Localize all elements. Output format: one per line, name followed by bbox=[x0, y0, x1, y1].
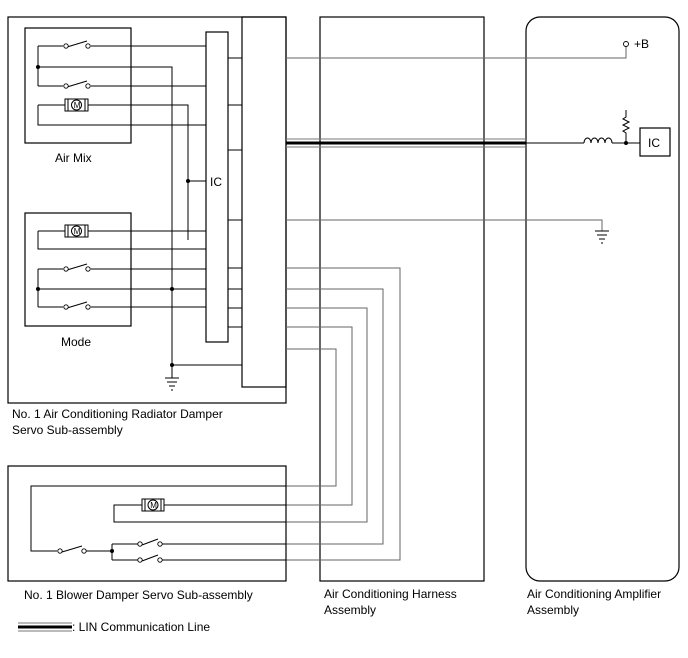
harness-wires bbox=[286, 267, 401, 561]
amplifier-assembly: Air Conditioning Amplifier Assembly +B I… bbox=[286, 16, 680, 617]
harness-title-2: Assembly bbox=[324, 603, 376, 617]
motor-icon: M bbox=[64, 224, 89, 238]
blower-servo-outline bbox=[7, 465, 287, 582]
harness-title-1: Air Conditioning Harness bbox=[324, 587, 457, 601]
radiator-servo-title-2: Servo Sub-assembly bbox=[12, 423, 123, 437]
ground-icon bbox=[165, 363, 242, 391]
resistor-icon bbox=[621, 110, 631, 143]
blower-damper-servo: M No. 1 Blower Damper Servo Sub-assembly bbox=[7, 465, 287, 602]
plus-b-label: +B bbox=[634, 37, 649, 51]
motor-icon: M bbox=[141, 498, 165, 512]
motor-icon: M bbox=[64, 98, 89, 112]
air-mix-label: Air Mix bbox=[55, 151, 92, 165]
amplifier-outline bbox=[525, 16, 680, 582]
radiator-servo-connector-block bbox=[241, 16, 287, 388]
legend: : LIN Communication Line bbox=[18, 620, 210, 634]
radiator-damper-servo: IC Air Mix Mode bbox=[7, 16, 287, 437]
svg-text:M: M bbox=[74, 227, 81, 236]
legend-lin-label: : LIN Communication Line bbox=[72, 620, 210, 634]
amp-ic-label: IC bbox=[648, 136, 660, 150]
svg-text:M: M bbox=[74, 101, 81, 110]
amplifier-title-1: Air Conditioning Amplifier bbox=[527, 587, 661, 601]
coil-icon bbox=[583, 137, 613, 144]
servo-ic-block bbox=[205, 31, 229, 343]
ground-icon bbox=[595, 230, 609, 244]
radiator-servo-outline bbox=[7, 16, 287, 404]
radiator-servo-title-1: No. 1 Air Conditioning Radiator Damper bbox=[12, 407, 223, 421]
amplifier-title-2: Assembly bbox=[527, 603, 579, 617]
servo-ic-label: IC bbox=[210, 175, 222, 189]
mode-wiring bbox=[36, 230, 206, 310]
blower-servo-title: No. 1 Blower Damper Servo Sub-assembly bbox=[24, 588, 253, 602]
amp-ic-block bbox=[639, 127, 671, 157]
harness-outline bbox=[319, 16, 485, 582]
harness-assembly: Air Conditioning Harness Assembly bbox=[319, 16, 485, 617]
mode-label: Mode bbox=[61, 335, 91, 349]
svg-text:M: M bbox=[150, 501, 157, 510]
plus-b-terminal-icon bbox=[623, 41, 629, 47]
air-mix-wiring bbox=[36, 40, 206, 365]
